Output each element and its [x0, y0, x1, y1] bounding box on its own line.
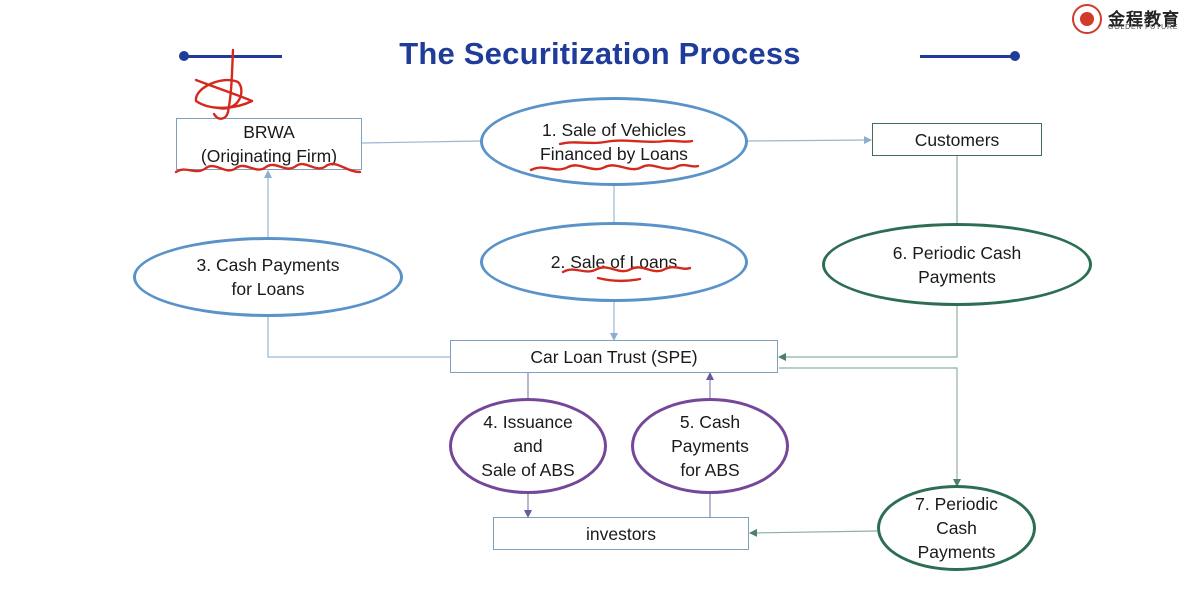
- step6-ellipse: 6. Periodic Cash Payments: [822, 223, 1092, 306]
- step1-label: 1. Sale of Vehicles Financed by Loans: [540, 119, 688, 164]
- title-right-dot: [1010, 51, 1020, 61]
- connector-step1-customers: [747, 136, 872, 145]
- step7-ellipse: 7. Periodic Cash Payments: [877, 485, 1036, 571]
- page-title: The Securitization Process: [399, 36, 801, 71]
- brwa-node-label: BRWA (Originating Firm): [200, 122, 338, 166]
- investors-node-label: investors: [585, 523, 657, 544]
- customers-node-label: Customers: [914, 129, 1000, 150]
- brwa-node: BRWA (Originating Firm): [176, 118, 362, 170]
- connector-step6-trust: [778, 306, 958, 361]
- logo-english-name: GOLDEN FUTURE: [1108, 24, 1179, 31]
- step5-label: 5. Cash Payments for ABS: [671, 412, 749, 480]
- title-right-line: [920, 55, 1016, 58]
- trust-node: Car Loan Trust (SPE): [450, 340, 778, 373]
- step3-label: 3. Cash Payments for Loans: [196, 255, 340, 299]
- trust-node-label: Car Loan Trust (SPE): [530, 346, 698, 367]
- logo-seal-icon: [1072, 4, 1102, 34]
- step4-ellipse: 4. Issuance and Sale of ABS: [449, 398, 607, 494]
- connector-trust-brwa: [267, 316, 450, 358]
- step7-label: 7. Periodic Cash Payments: [915, 494, 998, 562]
- investors-node: investors: [493, 517, 749, 550]
- connector-trust-step7: [779, 367, 961, 487]
- step4-label: 4. Issuance and Sale of ABS: [481, 412, 575, 480]
- step2-label: 2. Sale of Loans: [550, 252, 678, 272]
- customers-node: Customers: [872, 123, 1042, 156]
- golden-future-logo: 金程教育 GOLDEN FUTURE: [1068, 3, 1196, 35]
- step2-ellipse: 2. Sale of Loans: [480, 222, 748, 302]
- step3-ellipse: 3. Cash Payments for Loans: [133, 237, 403, 317]
- connector-brwa-step1: [361, 140, 481, 144]
- logo-chinese-name: 金程教育: [1108, 10, 1180, 30]
- step6-label: 6. Periodic Cash Payments: [892, 242, 1022, 287]
- step1-ellipse: 1. Sale of Vehicles Financed by Loans: [480, 97, 748, 186]
- step5-ellipse: 5. Cash Payments for ABS: [631, 398, 789, 494]
- connector-step7-investors: [749, 528, 878, 537]
